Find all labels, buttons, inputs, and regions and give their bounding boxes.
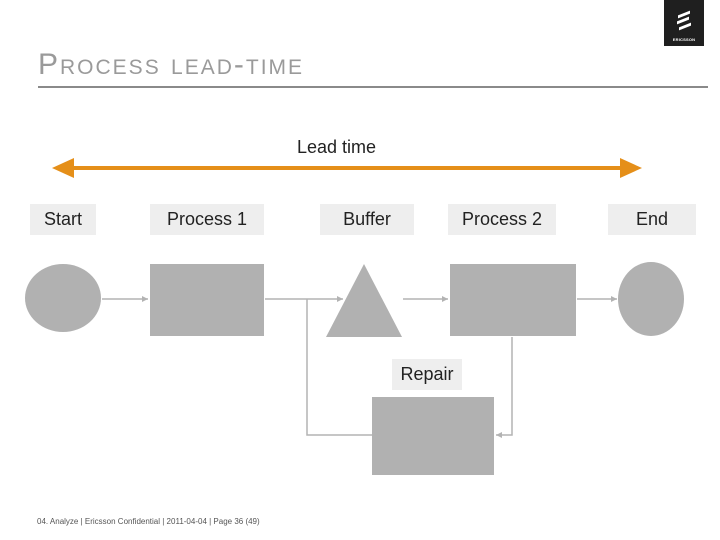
lead-time-arrow [52, 158, 642, 178]
process-2-box [450, 264, 576, 336]
repair-label: Repair [392, 359, 462, 390]
title-divider [38, 86, 708, 88]
connector-process-2-repair [496, 337, 513, 438]
connector-repair-buffer [306, 299, 372, 436]
stage-label-process-2: Process 2 [448, 204, 556, 235]
buffer-triangle [326, 264, 402, 337]
stage-label-end: End [608, 204, 696, 235]
lead-time-label: Lead time [297, 137, 377, 157]
process-1-box [150, 264, 264, 336]
slide-footer: 04. Analyze | Ericsson Confidential | 20… [37, 517, 260, 526]
start-node [25, 264, 101, 332]
end-node [618, 262, 684, 336]
stage-label-start: Start [30, 204, 96, 235]
slide-title: Process lead-time [38, 48, 305, 81]
brand-wordmark: ERICSSON [672, 37, 696, 42]
repair-box [372, 397, 494, 475]
stage-label-buffer: Buffer [320, 204, 414, 235]
ericsson-logo: ERICSSON [664, 0, 704, 46]
stage-label-process-1: Process 1 [150, 204, 264, 235]
